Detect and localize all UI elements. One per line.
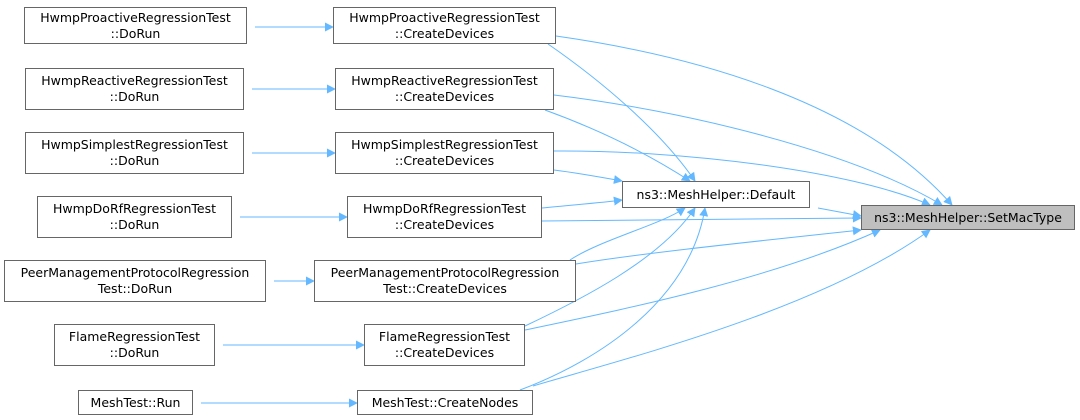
node-label: MeshTest::Run (90, 394, 181, 410)
node-reactive-do-run[interactable]: HwmpReactiveRegressionTest ::DoRun (25, 68, 244, 110)
node-label-line1: HwmpDoRfRegressionTest (52, 201, 217, 216)
edge-target-to-proactive-cd (555, 35, 953, 206)
node-peer-create-devices[interactable]: PeerManagementProtocolRegression Test::C… (314, 260, 576, 302)
node-label-line1: FlameRegressionTest (68, 329, 201, 344)
node-label-line1: HwmpProactiveRegressionTest (349, 9, 540, 25)
node-label: MeshTest::CreateNodes (371, 394, 519, 410)
node-label-line2: ::DoRun (109, 217, 160, 232)
node-label: ns3::MeshHelper::SetMacType (874, 209, 1062, 225)
edge-default-to-dorf-cd (541, 196, 623, 209)
node-label: ns3::MeshHelper::Default (636, 186, 796, 202)
node-meshtest-create-nodes[interactable]: MeshTest::CreateNodes (357, 390, 533, 415)
node-label-line2: ::CreateDevices (394, 89, 495, 104)
edge-default-to-proactive-cd (547, 43, 696, 182)
node-label-line2: ::DoRun (110, 25, 161, 41)
edge-target-to-flame-cd (524, 229, 881, 331)
node-label-line2: ::CreateDevices (394, 345, 495, 360)
node-label-line2: Test::CreateDevices (383, 281, 507, 296)
edge-target-to-simplest-cd (553, 150, 931, 206)
node-label-line2: Test::DoRun (97, 281, 173, 296)
node-label-line1: PeerManagementProtocolRegression (330, 265, 560, 280)
node-proactive-create-devices[interactable]: HwmpProactiveRegressionTest ::CreateDevi… (333, 7, 556, 44)
edge-default-to-meshtest-cn (519, 207, 709, 391)
node-simplest-do-run[interactable]: HwmpSimplestRegressionTest ::DoRun (25, 132, 244, 174)
node-dorf-do-run[interactable]: HwmpDoRfRegressionTest ::DoRun (37, 196, 232, 238)
edge-target-to-peer-cd (575, 226, 862, 265)
node-reactive-create-devices[interactable]: HwmpReactiveRegressionTest ::CreateDevic… (335, 68, 554, 110)
edge-target-to-default (817, 207, 862, 219)
edge-target-to-dorf-cd (541, 213, 862, 223)
node-label-line1: HwmpSimplestRegressionTest (351, 137, 538, 152)
edge-default-to-simplest-cd (553, 169, 623, 184)
node-flame-do-run[interactable]: FlameRegressionTest ::DoRun (54, 324, 215, 366)
node-label-line2: ::DoRun (109, 153, 160, 168)
node-label-line2: ::CreateDevices (394, 153, 495, 168)
edge-target-to-meshtest-cn (532, 229, 931, 387)
node-proactive-do-run[interactable]: HwmpProactiveRegressionTest ::DoRun (24, 7, 247, 44)
node-label-line1: HwmpProactiveRegressionTest (40, 9, 231, 25)
node-label-line1: PeerManagementProtocolRegression (20, 265, 250, 280)
node-label-line1: HwmpDoRfRegressionTest (362, 201, 527, 216)
node-label-line2: ::DoRun (109, 345, 160, 360)
edge-default-to-reactive-cd (544, 109, 691, 182)
node-label-line1: HwmpSimplestRegressionTest (41, 137, 228, 152)
node-label-line1: FlameRegressionTest (378, 329, 511, 344)
node-label-line2: ::CreateDevices (394, 217, 495, 232)
node-label-line2: ::DoRun (109, 89, 160, 104)
node-label-line2: ::CreateDevices (394, 25, 495, 41)
node-dorf-create-devices[interactable]: HwmpDoRfRegressionTest ::CreateDevices (347, 196, 542, 238)
node-peer-do-run[interactable]: PeerManagementProtocolRegression Test::D… (4, 260, 266, 302)
node-mesh-helper-default[interactable]: ns3::MeshHelper::Default (622, 181, 810, 208)
edge-target-to-reactive-cd (553, 94, 943, 206)
node-flame-create-devices[interactable]: FlameRegressionTest ::CreateDevices (364, 324, 525, 366)
edge-default-to-flame-cd (524, 207, 696, 327)
node-label-line1: HwmpReactiveRegressionTest (41, 73, 228, 88)
node-label-line1: HwmpReactiveRegressionTest (351, 73, 538, 88)
node-simplest-create-devices[interactable]: HwmpSimplestRegressionTest ::CreateDevic… (335, 132, 554, 174)
node-meshtest-run[interactable]: MeshTest::Run (78, 390, 193, 415)
node-set-mac-type[interactable]: ns3::MeshHelper::SetMacType (861, 205, 1075, 230)
edge-default-to-peer-cd (569, 207, 686, 261)
